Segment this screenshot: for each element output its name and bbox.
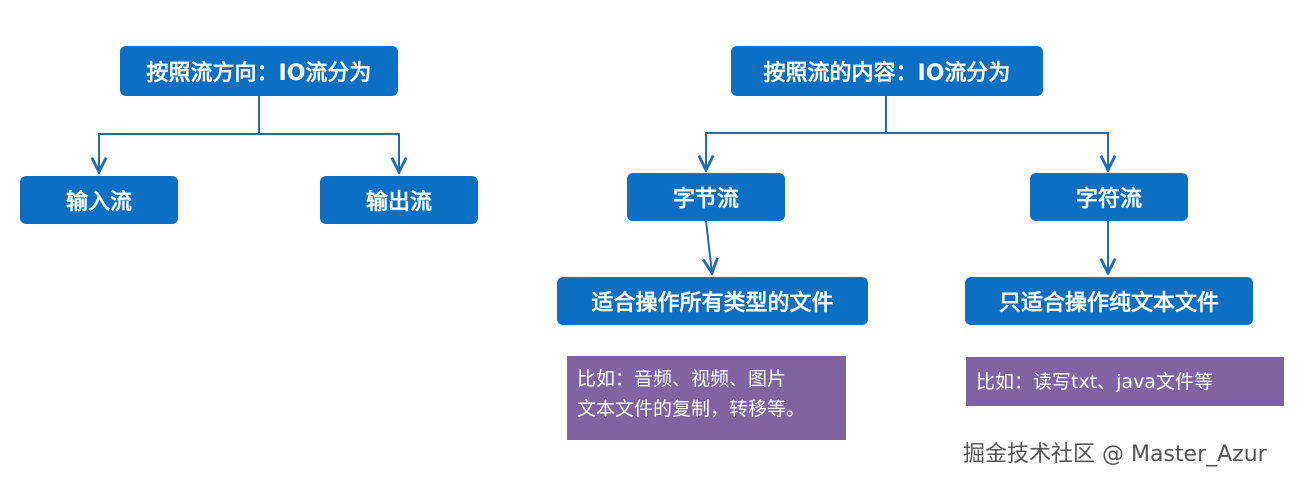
input-stream-node: 输入流: [20, 176, 178, 224]
char-stream-desc-node: 只适合操作纯文本文件: [965, 277, 1253, 325]
connector-right-root-to-byte: [706, 96, 887, 170]
byte-stream-example-note: 比如：音频、视频、图片 文本文件的复制，转移等。: [567, 356, 846, 440]
connector-right-root-to-char: [886, 132, 1108, 170]
output-stream-node: 输出流: [320, 176, 478, 224]
connector-left-root-to-output: [259, 133, 399, 172]
left-root-node: 按照流方向：IO流分为: [120, 46, 398, 96]
connector-byte-to-desc: [706, 220, 712, 273]
char-stream-node: 字符流: [1030, 173, 1188, 221]
char-stream-example-text: 比如：读写txt、java文件等: [976, 370, 1213, 393]
connector-left-root-to-input: [99, 96, 260, 172]
byte-stream-example-line-2: 文本文件的复制，转移等。: [577, 398, 806, 420]
watermark: 掘金技术社区 @ Master_Azur: [963, 442, 1267, 467]
byte-stream-desc-node: 适合操作所有类型的文件: [557, 277, 868, 325]
char-stream-example-note: 比如：读写txt、java文件等: [966, 357, 1284, 406]
right-root-node: 按照流的内容：IO流分为: [731, 46, 1043, 96]
byte-stream-node: 字节流: [627, 173, 785, 221]
byte-stream-example-line-1: 比如：音频、视频、图片: [577, 368, 787, 390]
